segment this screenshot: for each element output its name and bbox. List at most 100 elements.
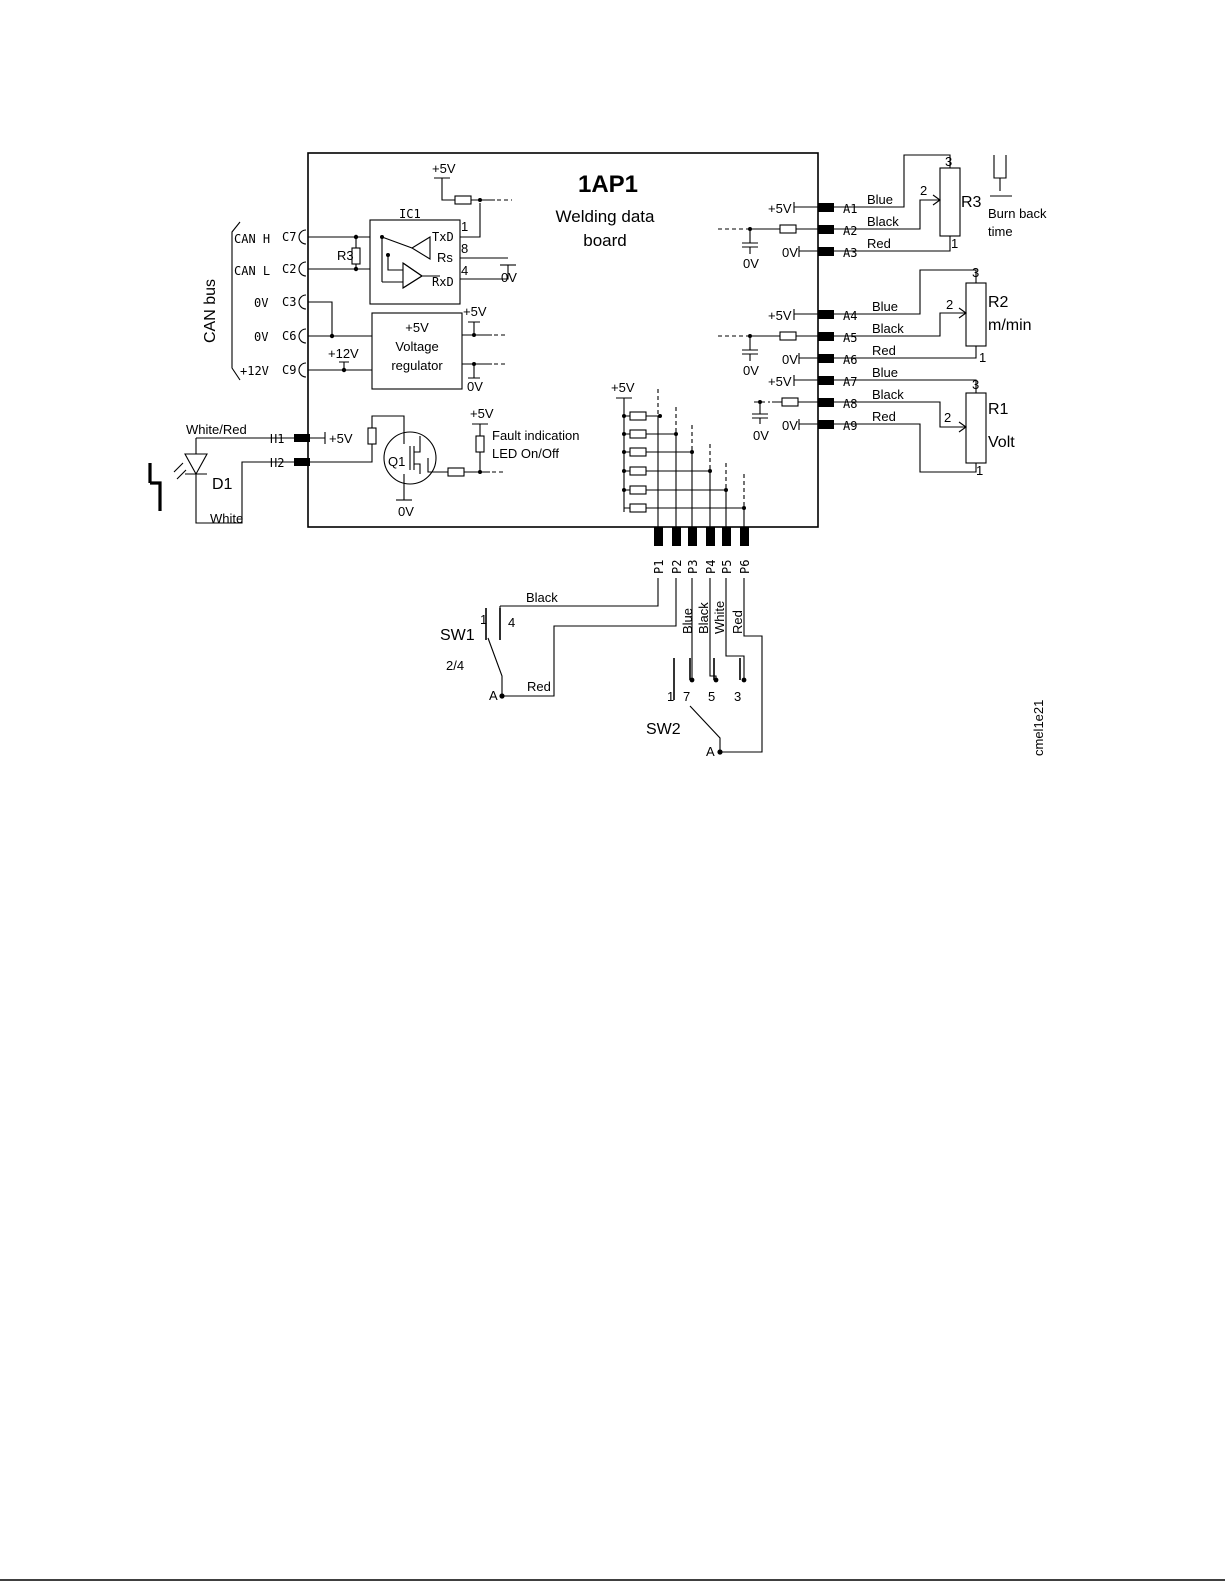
pin-p4: P4 [704,560,718,574]
p-wire-labels: Blue Black White Red [680,601,745,634]
ic1-pullup-5v: +5V [432,161,456,176]
sw1-wire-black: Black [526,590,558,605]
sw2-lever [689,705,721,752]
sw1-lever [487,637,503,696]
sw2-pos-1: 1 [667,689,674,704]
r3-pin-bottom: 1 [951,236,958,251]
fault-pullup-5v: +5V [470,406,494,421]
pin-a9: A9 [843,419,857,433]
a4-supply: +5V [768,308,792,323]
ic1-rs: Rs [437,250,453,265]
ic1-pin-txd: 1 [461,219,468,234]
sw1-label: SW1 [440,627,475,644]
wire-a1: Blue [867,192,893,207]
pin-a7: A7 [843,375,857,389]
wire-a7: Blue [872,365,898,380]
q1-0v: 0V [398,504,414,519]
can-bus-signals: CAN H CAN L 0V 0V +12V [234,232,270,378]
drawing-id: cmel1e21 [1031,700,1046,756]
regulator-line2: Voltage [395,339,438,354]
p6-wire-red: Red [730,610,745,634]
ic1-label: IC1 [399,207,421,221]
pin-c6: C6 [282,329,296,343]
voltage-regulator-box [371,312,463,390]
r2-desc: m/min [988,317,1032,334]
sw2-pos-7: 7 [683,689,690,704]
p4-wire-black: Black [696,602,711,634]
can-signal-0v-b: 0V [254,330,268,344]
wire-a5: Black [872,321,904,336]
fault-label-2: LED On/Off [492,446,559,461]
pot-r2 [965,282,987,347]
r2-pin-top: 3 [972,265,979,280]
wire-a4: Blue [872,299,898,314]
can-socket-arcs [298,229,307,378]
board-title: 1AP1 [578,171,638,198]
p3-wire-blue: Blue [680,608,695,634]
pin-h2: H2 [270,456,284,470]
can-signal-0v-a: 0V [254,296,268,310]
led-wire-top: White/Red [186,422,247,437]
can-signal-12v: +12V [240,364,269,378]
can-signal-can-h: CAN H [234,232,270,246]
terminator-label: R3 [337,248,354,263]
r1-desc: Volt [988,434,1015,451]
transistor-q1 [383,431,437,485]
led-d1-label: D1 [212,476,233,493]
r3-desc-2: time [988,224,1013,239]
sw2-label: SW2 [646,721,681,738]
pin-a6: A6 [843,353,857,367]
regulator-5v-output: +5V [463,304,487,319]
sw1-pos-4: 4 [508,615,515,630]
transistor-q1-label: Q1 [388,454,405,469]
pot-r1 [965,392,987,464]
ic1-rxd: RxD [432,275,454,289]
led-d1-symbol [184,453,208,476]
r1-pin-bottom: 1 [976,463,983,478]
p-connector [654,527,749,546]
sw1-wire-red: Red [527,679,551,694]
pin-p5: P5 [720,560,734,574]
board-subtitle-1: Welding data [556,207,655,226]
pin-c2: C2 [282,262,296,276]
led-wire-bottom: White [210,511,243,526]
a-connector-pin-labels: A1 A2 A3 A4 A5 A6 A7 A8 A9 [843,202,857,433]
pot-r3 [939,167,961,237]
r3-pin-wiper: 2 [920,183,927,198]
sw1-positions: 2/4 [446,658,464,673]
a9-supply: 0V [782,418,798,433]
r3-label: R3 [961,194,982,211]
pin-a2: A2 [843,224,857,238]
pin-a4: A4 [843,309,857,323]
sw2-pos-5: 5 [708,689,715,704]
r1-pin-wiper: 2 [944,410,951,425]
regulator-0v: 0V [467,379,483,394]
ic1-box [369,219,461,305]
sw2-contact-a: A [706,744,715,759]
ic1-0v: 0V [501,270,517,285]
can-bus-pins: C7 C2 C3 C6 C9 [282,230,296,377]
pin-h2-block [294,458,310,466]
r1-label: R1 [988,401,1009,418]
pin-a5: A5 [843,331,857,345]
pin-c3: C3 [282,295,296,309]
a6-supply: 0V [782,352,798,367]
can-bus-label: CAN bus [202,279,219,343]
board-subtitle-2: board [583,231,626,250]
pin-a3: A3 [843,246,857,260]
pin-p2: P2 [670,560,684,574]
h1-supply-5v: +5V [329,431,353,446]
r2-pin-bottom: 1 [979,350,986,365]
pin-p6: P6 [738,560,752,574]
pin-c7: C7 [282,230,296,244]
sw1-pos-1: 1 [480,612,487,627]
a3-supply: 0V [782,245,798,260]
wire-a3: Red [867,236,891,251]
a5-filter-0v: 0V [743,363,759,378]
terminator-resistor [351,247,361,265]
r2-label: R2 [988,294,1009,311]
p-connector-labels: P1 P2 P3 P4 P5 P6 [652,560,752,574]
ic1-pin-rs: 8 [461,241,468,256]
sw1-contact-a: A [489,688,498,703]
